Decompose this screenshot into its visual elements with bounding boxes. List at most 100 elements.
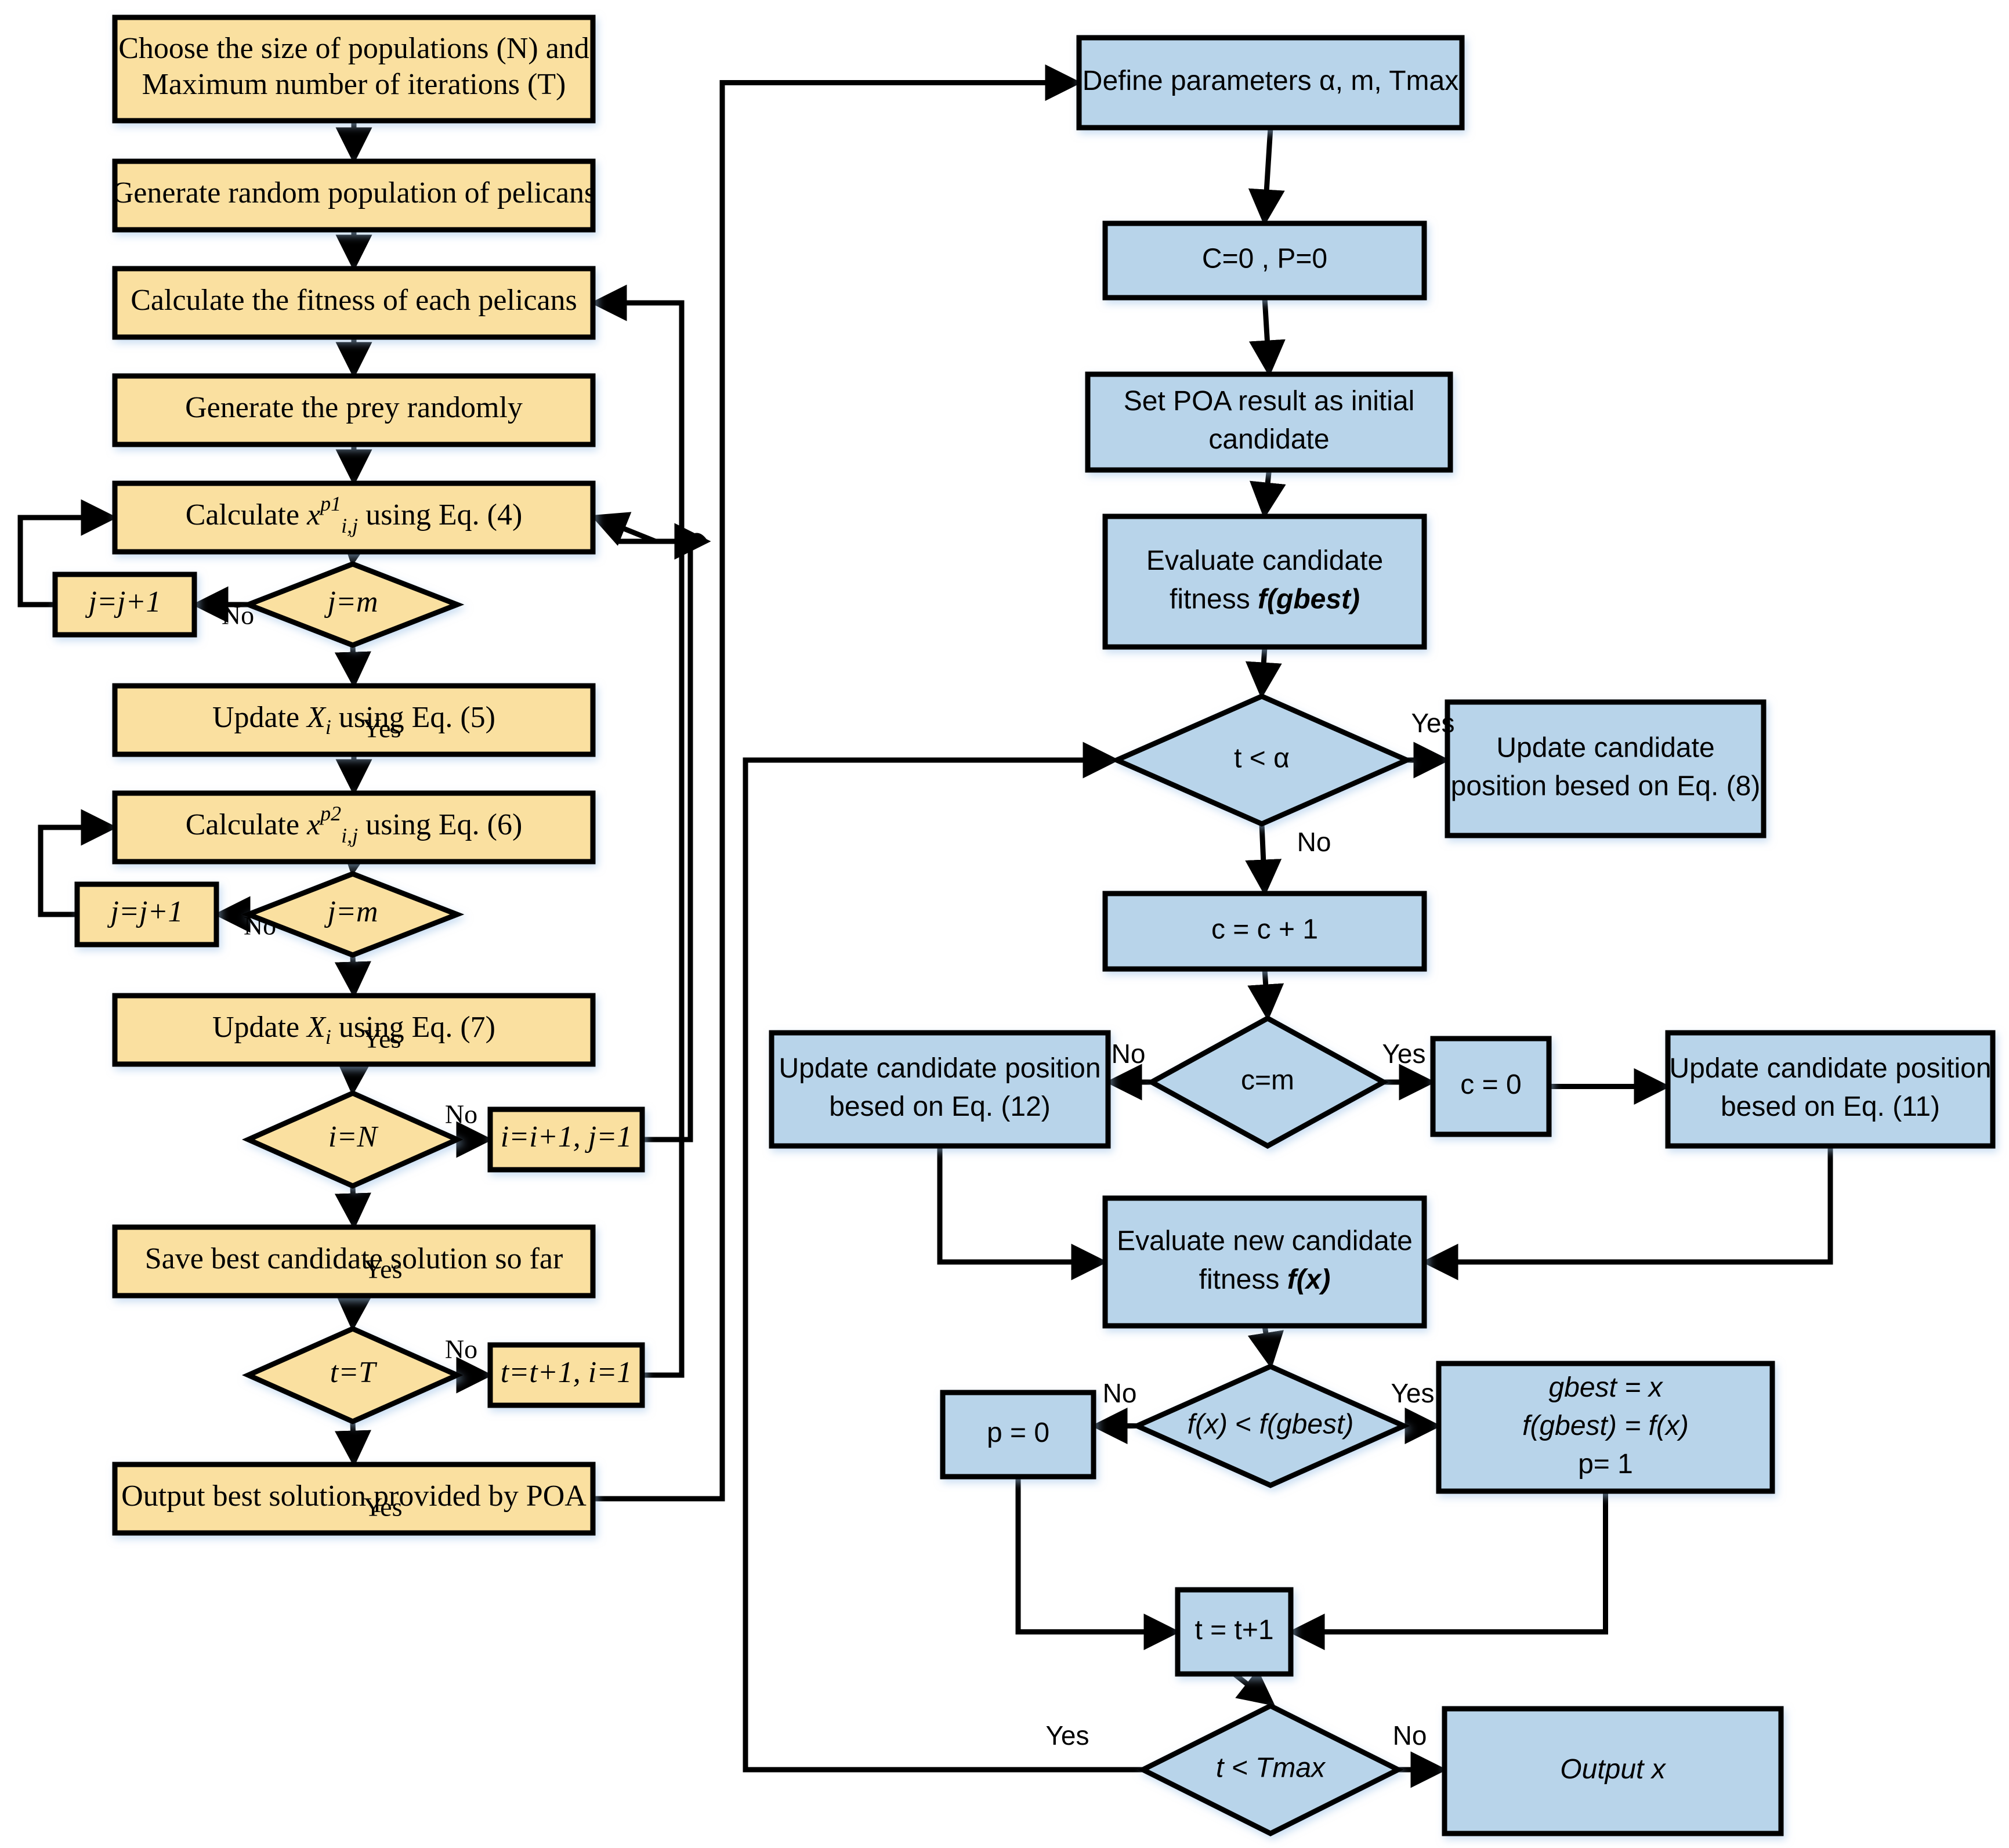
node-l12: Update Xi using Eq. (7) — [112, 993, 596, 1067]
node-label: i=N — [328, 1120, 379, 1153]
process-shape — [1085, 371, 1453, 473]
node-label: gbest = x — [1548, 1372, 1663, 1403]
connector — [334, 1185, 371, 1230]
node-label: j=j+1 — [107, 895, 183, 928]
decision-shape — [241, 1326, 464, 1424]
process-shape — [1442, 1706, 1784, 1836]
node-l10: j=m — [241, 871, 465, 958]
edge-label-no: No — [445, 1100, 477, 1129]
process-shape — [1102, 220, 1427, 301]
node-r14: p = 0 — [940, 1390, 1096, 1480]
decision-shape — [1146, 1015, 1389, 1149]
process-shape — [112, 480, 596, 555]
connector — [1288, 1491, 1608, 1650]
process-shape — [1076, 35, 1465, 131]
node-label: t < Tmax — [1216, 1753, 1326, 1784]
node-label: Generate random population of pelicans — [112, 176, 596, 209]
process-shape — [112, 266, 596, 340]
node-label: t=T — [330, 1356, 378, 1389]
node-label: t < α — [1234, 743, 1290, 774]
node-label: besed on Eq. (12) — [829, 1091, 1051, 1122]
process-shape — [940, 1390, 1096, 1480]
node-label: Output x — [1560, 1754, 1666, 1785]
connector — [1245, 823, 1282, 896]
process-shape — [112, 1224, 596, 1299]
node-label: fitness f(gbest) — [1170, 584, 1360, 614]
node-label: f(gbest) = f(x) — [1522, 1411, 1689, 1441]
edge-label-yes: Yes — [364, 1492, 403, 1522]
connector — [590, 284, 685, 1378]
node-r10: c = 0 — [1430, 1036, 1552, 1137]
process-shape — [1102, 513, 1427, 650]
connector — [1421, 1146, 1833, 1281]
node-l7: j=j+1 — [52, 572, 197, 638]
node-l8: Update Xi using Eq. (5) — [112, 683, 596, 757]
node-r16: t = t+1 — [1175, 1587, 1294, 1677]
decision-shape — [241, 1090, 464, 1189]
process-shape — [112, 1462, 596, 1536]
connector — [1232, 1669, 1276, 1706]
node-label: Update candidate position — [1669, 1053, 1991, 1084]
connector — [334, 1421, 371, 1467]
connector — [335, 1294, 372, 1332]
connector-layer — [17, 64, 1833, 1788]
process-shape — [487, 1106, 645, 1173]
node-l5: Calculate xp1i,j using Eq. (4) — [112, 480, 596, 555]
node-label: j=j+1 — [85, 585, 161, 619]
process-shape — [112, 993, 596, 1067]
node-label: Choose the size of populations (N) and — [118, 32, 589, 65]
node-r2: C=0 , P=0 — [1102, 220, 1427, 301]
connector — [17, 499, 118, 607]
process-shape — [52, 572, 197, 638]
connector — [593, 64, 1082, 1502]
process-shape — [1102, 1195, 1427, 1329]
node-label: Define parameters α, m, Tmax — [1083, 66, 1458, 96]
node-l9: Calculate xp2i,j using Eq. (6) — [112, 790, 596, 865]
node-label: j=m — [324, 895, 378, 928]
node-label: Calculate the fitness of each pelicans — [131, 284, 577, 317]
node-r17: t < Tmax — [1136, 1702, 1405, 1837]
node-label: Save best candidate solution so far — [145, 1242, 563, 1275]
node-label: Update candidate — [1496, 733, 1714, 764]
node-label: p= 1 — [1578, 1449, 1633, 1480]
node-label: t=t+1, i=1 — [501, 1356, 632, 1389]
node-l4: Generate the prey randomly — [112, 373, 596, 447]
edge-label-yes: Yes — [1411, 708, 1454, 738]
node-r18: Output x — [1442, 1706, 1784, 1836]
edge-label-yes: Yes — [1391, 1378, 1434, 1408]
node-r8: c=m — [1146, 1015, 1389, 1149]
node-l1: Choose the size of populations (N) andMa… — [112, 15, 596, 124]
node-label: p = 0 — [987, 1417, 1049, 1448]
node-l14: i=i+1, j=1 — [487, 1106, 645, 1173]
connector — [1015, 1477, 1181, 1650]
node-label: Calculate xp1i,j using Eq. (4) — [186, 492, 523, 537]
node-label: position besed on Eq. (8) — [1451, 771, 1761, 802]
connector — [335, 1058, 372, 1096]
edge-label-no: No — [1297, 827, 1331, 857]
node-label: t = t+1 — [1194, 1615, 1273, 1646]
node-l11: j=j+1 — [74, 881, 219, 947]
edge-label-yes: Yes — [363, 1024, 401, 1054]
process-shape — [487, 1342, 645, 1408]
node-l2: Generate random population of pelicans — [112, 158, 596, 233]
node-r13: f(x) < f(gbest) — [1130, 1364, 1411, 1488]
node-layer: Choose the size of populations (N) andMa… — [52, 15, 1996, 1837]
process-shape — [112, 158, 596, 233]
connector — [1248, 297, 1286, 377]
edge-label-yes: Yes — [1045, 1720, 1089, 1751]
decision-shape — [1136, 1702, 1405, 1837]
node-label: i=i+1, j=1 — [501, 1120, 632, 1153]
node-l15: Save best candidate solution so far — [112, 1224, 596, 1299]
node-label: Output best solution provided by POA — [121, 1480, 587, 1513]
node-l18: Output best solution provided by POA — [112, 1462, 596, 1536]
node-label: Generate the prey randomly — [185, 391, 523, 424]
process-shape — [1445, 699, 1767, 838]
node-label: fitness f(x) — [1199, 1264, 1331, 1295]
connector — [642, 523, 711, 1142]
node-label: Evaluate candidate — [1146, 545, 1383, 576]
